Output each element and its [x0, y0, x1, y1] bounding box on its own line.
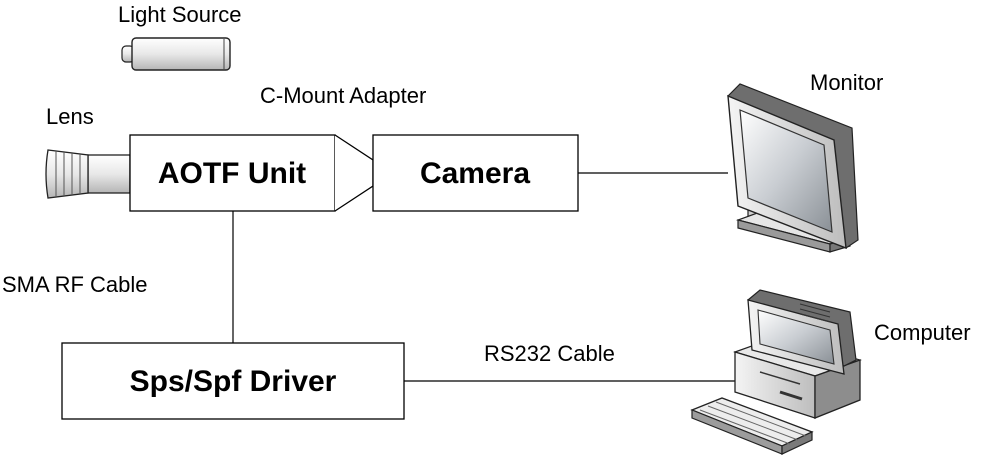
computer-icon [733, 289, 862, 419]
keyboard-icon [690, 397, 814, 455]
light-source-icon [121, 37, 231, 71]
sma-rf-cable-label: SMA RF Cable [2, 272, 148, 297]
monitor-label: Monitor [810, 70, 883, 95]
light-source-label: Light Source [118, 2, 242, 27]
c-mount-adapter-label: C-Mount Adapter [260, 83, 426, 108]
c-mount-adapter-shape [334, 134, 374, 212]
aotf-unit-title: AOTF Unit [158, 157, 306, 190]
camera-title: Camera [420, 157, 530, 190]
camera-box [372, 134, 579, 212]
aotf-unit-box [129, 134, 336, 212]
driver-title: Sps/Spf Driver [130, 365, 337, 398]
rs232-cable-label: RS232 Cable [484, 341, 615, 366]
driver-box [61, 342, 405, 420]
lens-label: Lens [46, 104, 94, 129]
monitor-icon [727, 83, 859, 253]
lens-icon [45, 149, 131, 199]
computer-label: Computer [874, 320, 971, 345]
